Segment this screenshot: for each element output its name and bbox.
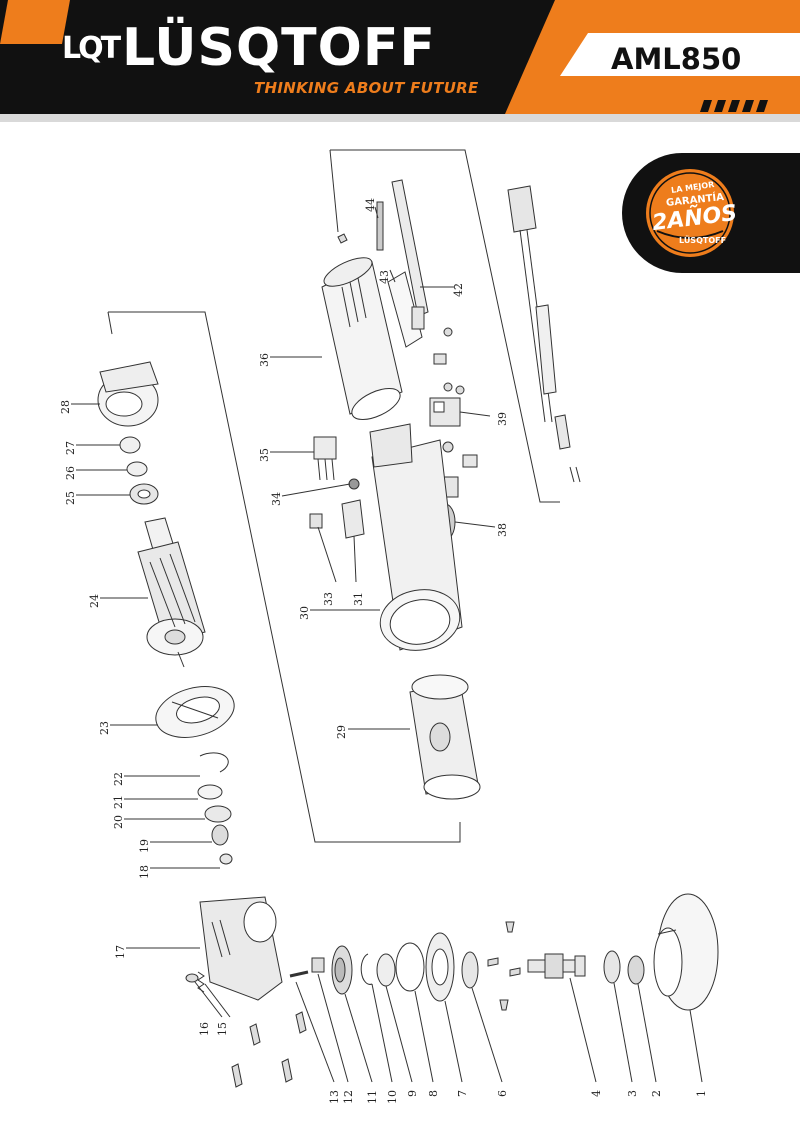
label-part-36: 36 [258, 353, 271, 367]
label-part-35: 35 [258, 448, 271, 462]
part-28-shape [97, 361, 159, 427]
part-19-shape [211, 824, 229, 846]
header-background [0, 0, 800, 122]
label-part-38: 38 [496, 523, 509, 537]
cable-assembly-shape [507, 185, 581, 483]
part-34-shape [348, 478, 360, 490]
label-part-9: 9 [406, 1090, 419, 1097]
part-4-shape [527, 953, 586, 979]
part-3-shape [603, 950, 621, 984]
label-part-39: 39 [496, 412, 509, 426]
label-part-44: 44 [364, 198, 377, 212]
part-27-shape [119, 436, 141, 454]
label-part-29: 29 [335, 725, 348, 739]
upper-frame-line [330, 149, 560, 503]
part-13-shape [289, 970, 309, 978]
part-7-shape [425, 932, 455, 1002]
part-26-shape [126, 461, 148, 477]
label-part-21: 21 [112, 795, 125, 809]
part-29-shape [409, 674, 481, 800]
label-part-20: 20 [112, 815, 125, 829]
part-16-15-shape [185, 971, 205, 993]
label-part-31: 31 [352, 592, 365, 606]
label-part-28: 28 [59, 400, 72, 414]
label-part-17: 17 [114, 945, 127, 959]
part-31-shape [341, 499, 365, 539]
label-part-2: 2 [650, 1090, 663, 1097]
brand-name: LÜSQTOFF [122, 18, 436, 78]
part-20-shape [204, 805, 232, 823]
label-part-12: 12 [342, 1090, 355, 1104]
label-part-25: 25 [64, 491, 77, 505]
part-8-shape [395, 942, 425, 992]
connector-upper [433, 353, 447, 365]
exploded-view-diagram: 1 2 3 4 6 7 8 9 10 11 12 13 15 16 17 18 … [59, 149, 719, 1104]
part-44-shape [376, 201, 384, 251]
label-part-13: 13 [328, 1090, 341, 1104]
label-part-34: 34 [270, 492, 283, 506]
mid-frame-left [107, 311, 113, 335]
part-23-shape [155, 686, 235, 738]
label-part-43: 43 [378, 270, 391, 284]
part-10-shape [360, 953, 373, 985]
part-39-shape [429, 397, 461, 427]
part-6-shape [461, 951, 479, 989]
label-part-22: 22 [112, 772, 125, 786]
part-42-shape [391, 179, 429, 330]
logo-mark-text: LQT [62, 31, 121, 66]
part-11-shape [331, 945, 353, 995]
part-33-shape [309, 513, 323, 529]
part-2-shape [627, 955, 645, 985]
part-9-shape [376, 953, 396, 987]
header-banner: LQT LÜSQTOFF THINKING ABOUT FUTURE AML85… [0, 0, 800, 122]
part-35-shape [313, 436, 337, 481]
label-part-1: 1 [695, 1090, 708, 1097]
label-part-24: 24 [88, 594, 101, 608]
label-part-23: 23 [98, 721, 111, 735]
part-17-shape [199, 896, 283, 1001]
part-18-shape [219, 853, 233, 865]
brand-logo-icon [0, 0, 70, 44]
mid-frame-line [108, 311, 461, 843]
part-12-shape [311, 957, 325, 973]
label-part-27: 27 [64, 441, 77, 455]
label-part-10: 10 [386, 1090, 399, 1104]
label-part-8: 8 [427, 1090, 440, 1097]
part-22-shape [199, 752, 229, 773]
label-part-18: 18 [138, 865, 151, 879]
upper-frame-left [329, 149, 339, 233]
label-part-3: 3 [626, 1090, 639, 1097]
screw-44-shape [337, 233, 348, 244]
part-21-shape [197, 784, 223, 800]
badge-line-4: LÜSQTOFF [679, 236, 727, 245]
label-part-42: 42 [452, 283, 465, 297]
part-30-shape [369, 423, 463, 651]
part-1-shape [653, 893, 719, 1011]
label-part-7: 7 [456, 1090, 469, 1097]
part-36-shape [321, 257, 403, 420]
model-number: AML850 [611, 42, 742, 76]
label-part-19: 19 [138, 839, 151, 853]
label-part-26: 26 [64, 466, 77, 480]
label-part-33: 33 [322, 592, 335, 606]
label-part-30: 30 [298, 606, 311, 620]
label-part-11: 11 [366, 1090, 379, 1104]
label-part-4: 4 [590, 1090, 603, 1097]
label-part-6: 6 [496, 1090, 509, 1097]
label-part-16: 16 [198, 1022, 211, 1036]
label-part-15: 15 [216, 1022, 229, 1036]
warranty-badge [622, 153, 800, 273]
brand-tagline: THINKING ABOUT FUTURE [254, 79, 479, 97]
part-24-shape [137, 517, 206, 668]
